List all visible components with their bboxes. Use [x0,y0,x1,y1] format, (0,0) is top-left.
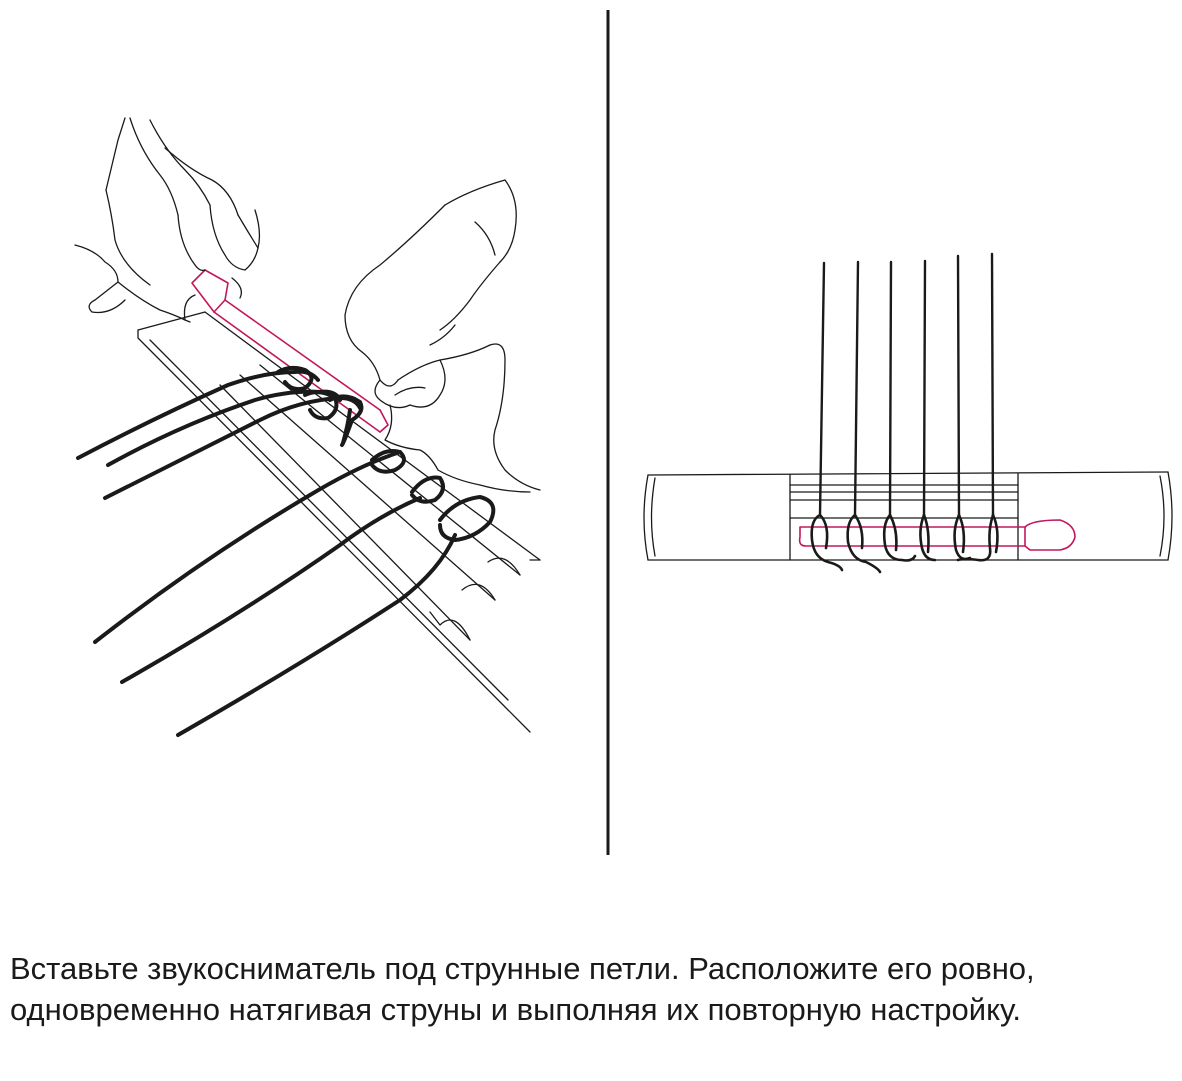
pickup-strip-right [798,519,1076,551]
string-r3 [888,260,893,517]
bridge-top-view [643,471,1173,561]
string-r6 [990,252,995,517]
right-panel [643,252,1173,574]
string-2 [106,389,342,467]
string-r5 [956,254,961,517]
loop-2 [303,390,339,421]
loop-4 [370,449,406,474]
string-loops-right [810,513,999,574]
loop-5 [410,475,446,504]
string-r1 [818,261,826,517]
left-hand [74,117,261,323]
string-1 [76,369,320,460]
loop-6 [438,495,496,542]
instruction-caption: Вставьте звукосниматель под струнные пет… [10,951,1035,1027]
installation-diagram [74,10,1173,855]
loop-1 [276,365,314,392]
left-panel [74,117,541,737]
string-r2 [853,260,860,517]
string-3 [103,396,362,500]
bridge-block [137,311,541,733]
strings-left [76,365,496,737]
string-r4 [922,259,927,517]
right-hand [344,179,541,493]
string-4 [93,450,402,644]
strings-right [818,252,995,517]
string-6 [176,533,457,737]
string-5 [120,496,422,684]
